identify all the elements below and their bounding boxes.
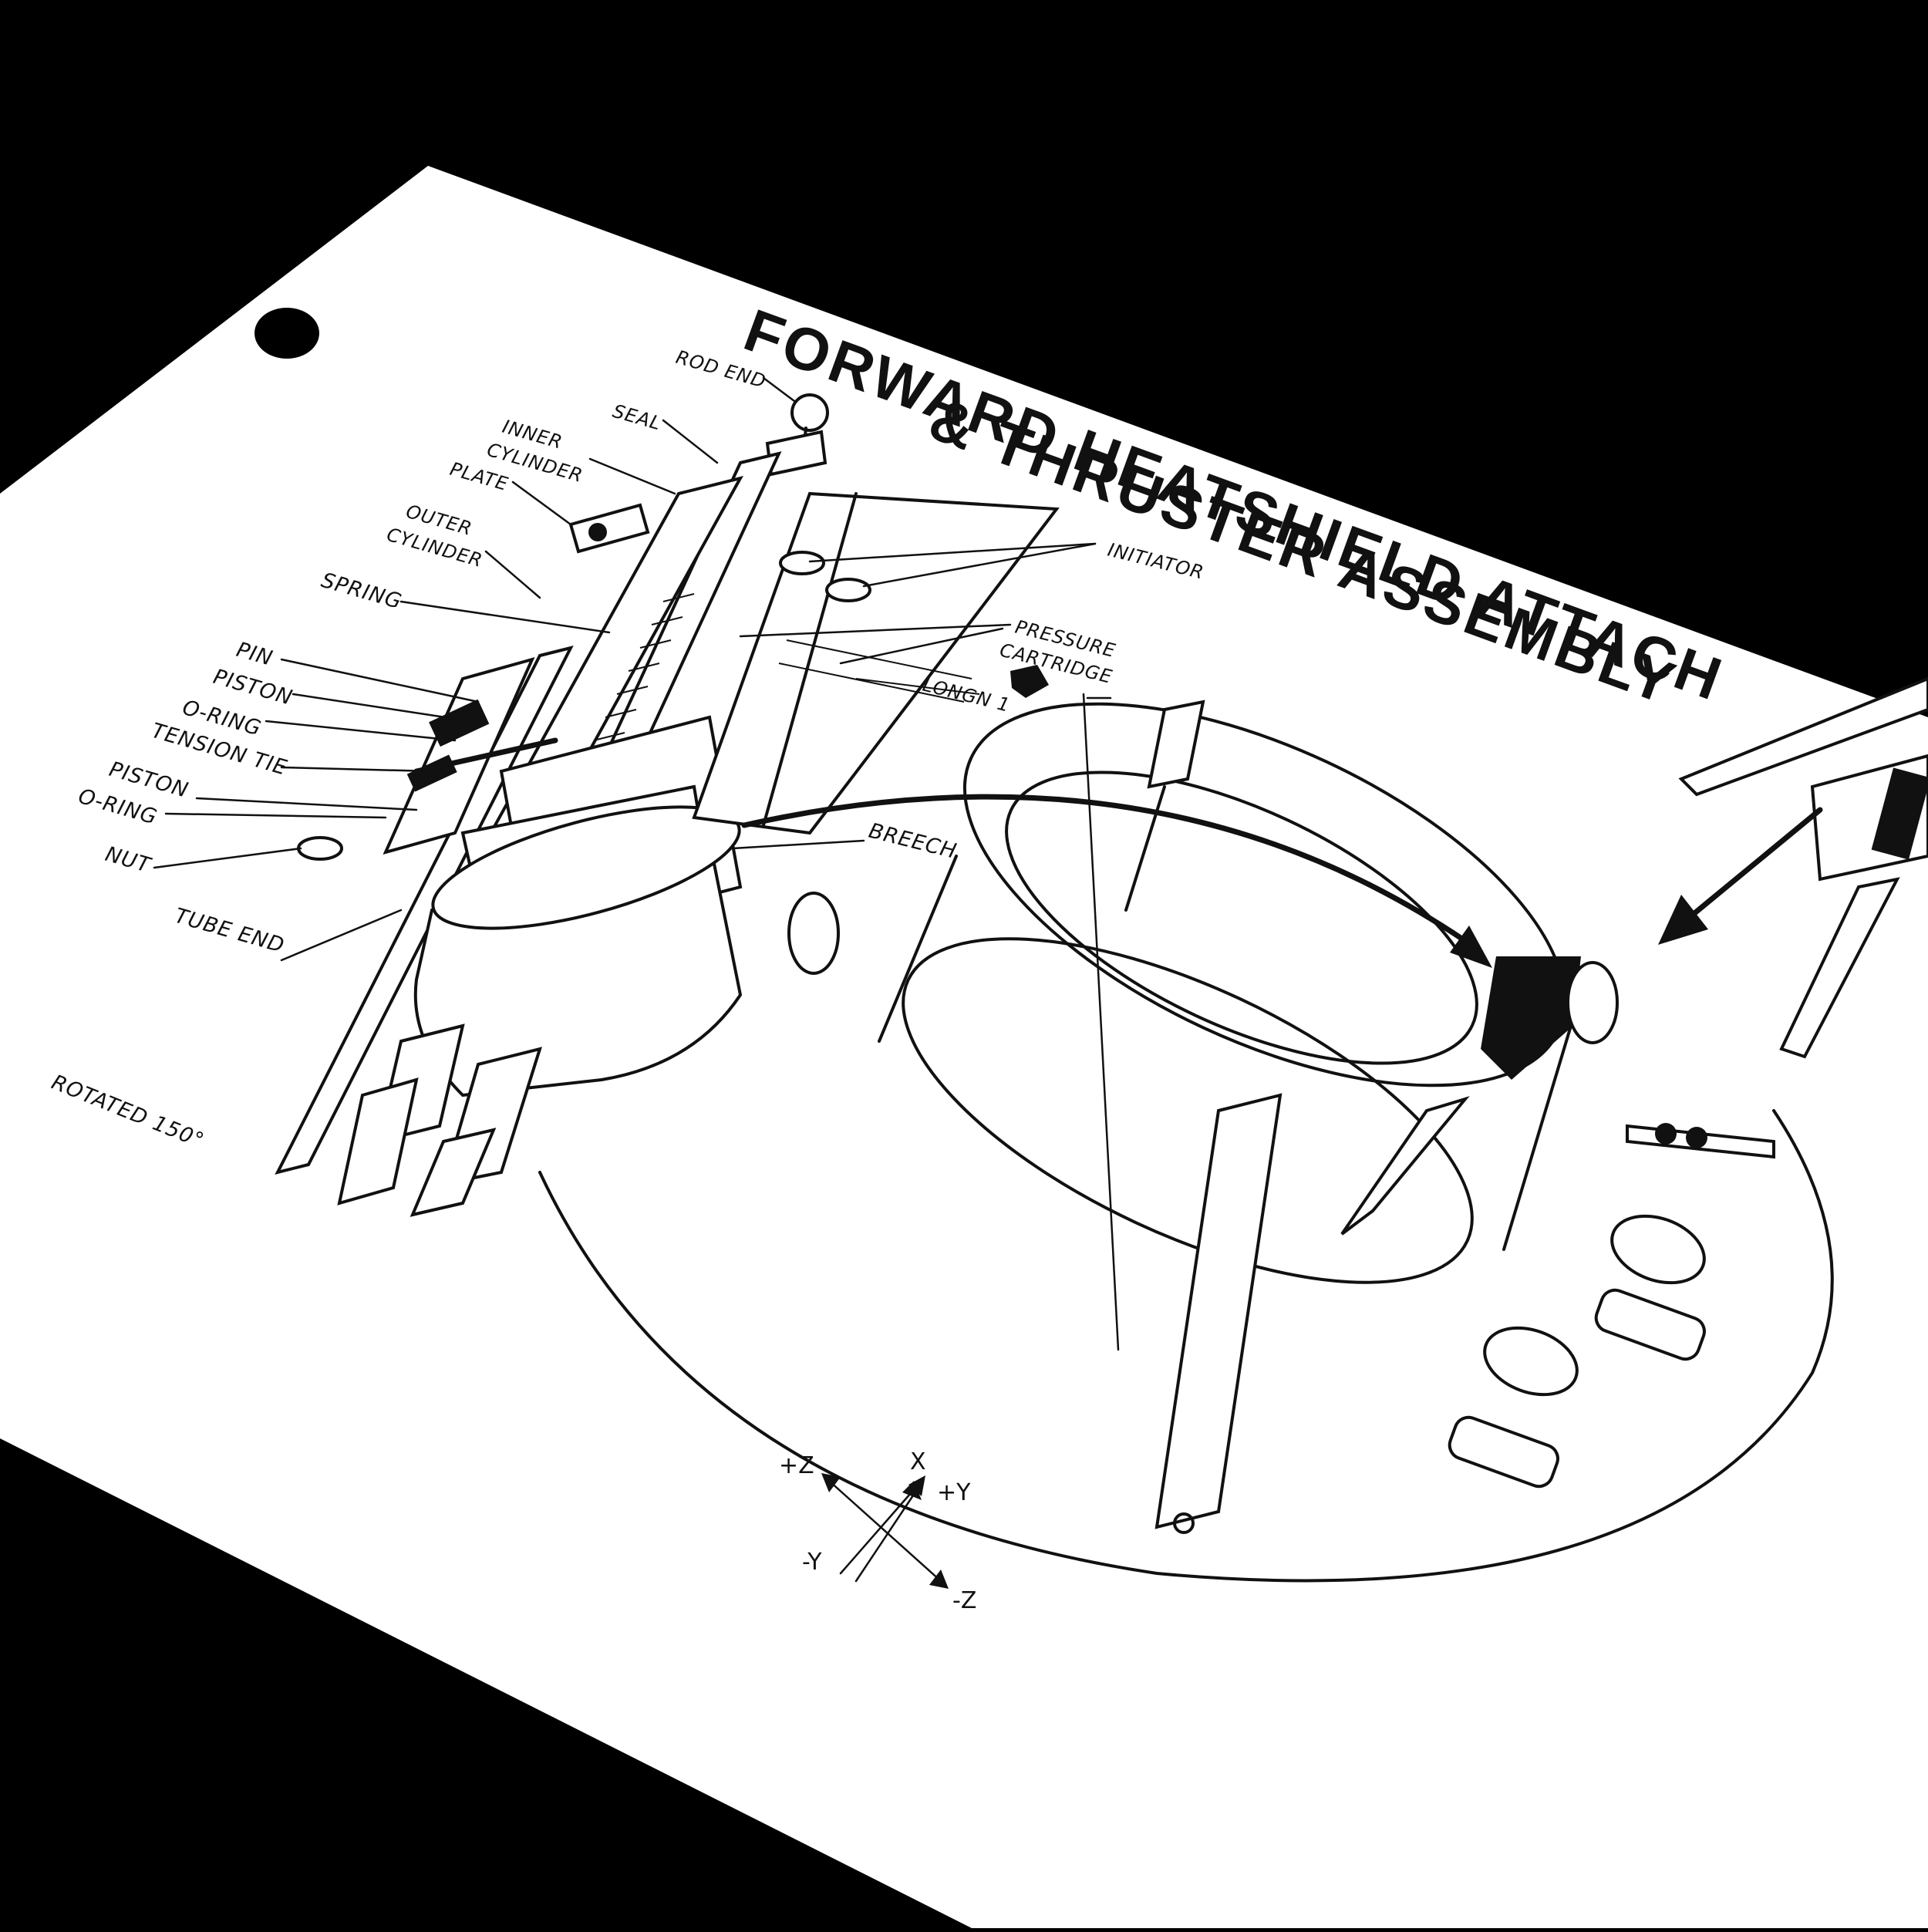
axis-label-minus-z: -Z — [952, 1587, 976, 1614]
axis-label-x: X — [910, 1448, 926, 1475]
rod-end-ball — [790, 393, 829, 432]
axis-label-plus-z: +Z — [779, 1452, 814, 1479]
axes-triad: +Z X +Y -Y -Z — [779, 1448, 976, 1614]
leader-lines — [153, 376, 1097, 962]
axis-label-minus-y: -Y — [802, 1549, 822, 1576]
binder-hole — [254, 308, 319, 359]
ink-smudge — [1010, 665, 1049, 698]
axis-label-plus-y: +Y — [937, 1479, 971, 1506]
thruster-cutaway — [275, 393, 1060, 1217]
heatshield-assembly — [538, 676, 1928, 1583]
paper-sheet — [0, 166, 1928, 1928]
